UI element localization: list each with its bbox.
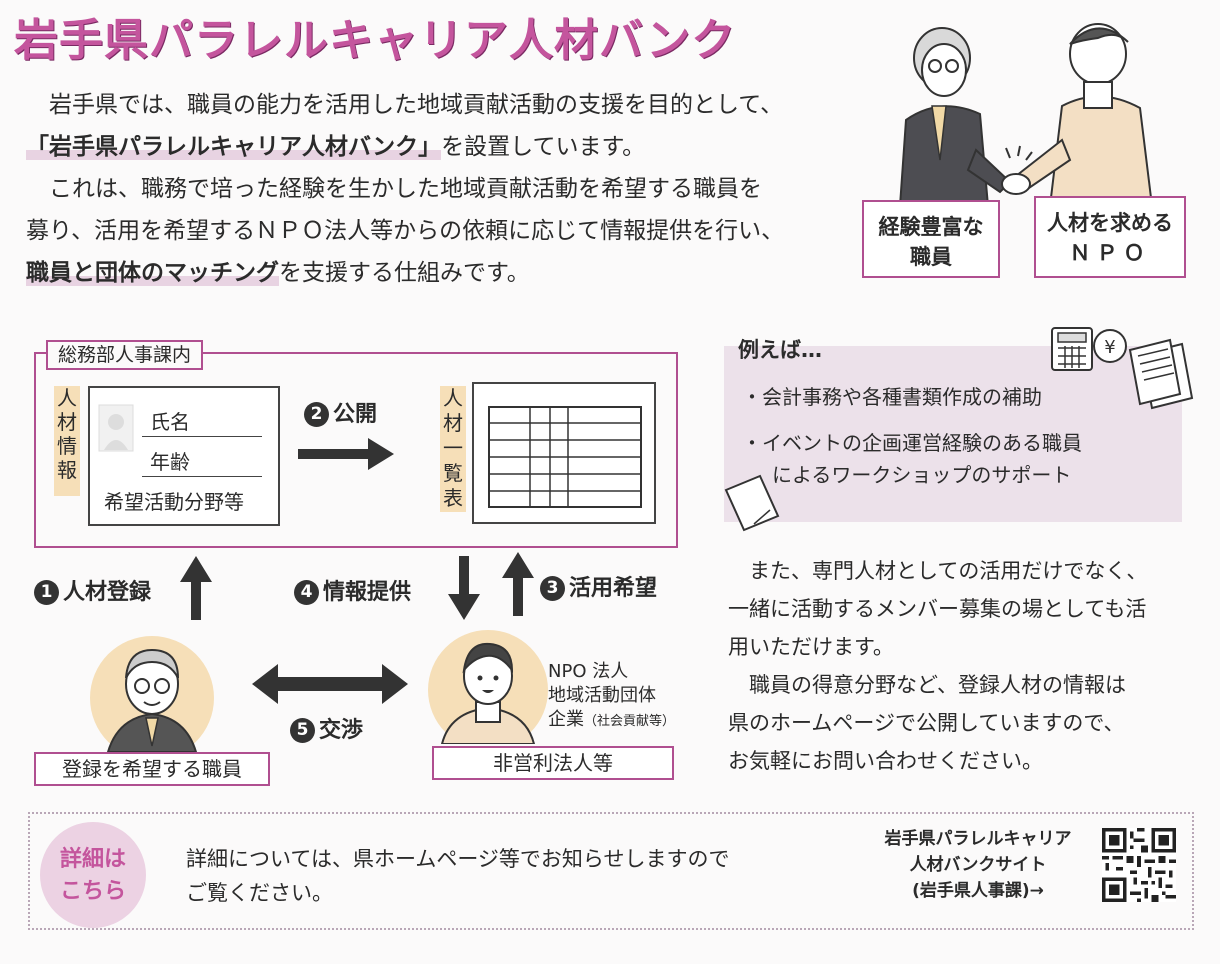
npo-label-line-1: 人材を求める <box>1047 211 1173 235</box>
step-4-text: 情報提供 <box>323 580 412 605</box>
site-link-line-3: (岩手県人事課)→ <box>912 881 1044 901</box>
npo-box: 非営利法人等 <box>432 746 674 780</box>
step-3-text: 活用希望 <box>569 576 658 601</box>
example-title: 例えば… <box>738 338 822 362</box>
site-link-line-2: 人材バンクサイト <box>909 855 1047 875</box>
hr-department-label: 総務部人事課内 <box>46 340 204 370</box>
arrow-right-icon <box>298 438 394 470</box>
right-paragraph: また、専門人材としての活用だけでなく、 一緒に活動するメンバー募集の場としても活… <box>728 552 1204 780</box>
id-photo-icon <box>98 404 134 452</box>
site-link-line-1: 岩手県パラレルキャリア <box>884 829 1072 849</box>
footer-text: 詳細については、県ホームページ等でお知らせしますので ご覧ください。 <box>186 842 729 910</box>
intro-line-4: 募り、活用を希望するＮＰＯ法人等からの依頼に応じて情報提供を行い、 <box>26 218 785 244</box>
step-1-number: 1 <box>34 580 59 605</box>
staff-label-line-2: 職員 <box>910 245 952 269</box>
hr-department-box <box>34 352 678 548</box>
npo-type-3-note: （社会貢献等） <box>584 714 676 729</box>
personnel-list-card <box>472 382 656 524</box>
svg-text:¥: ¥ <box>1104 337 1115 358</box>
intro-line-2-rest: を設置しています。 <box>441 134 646 160</box>
arrow-down-icon <box>448 556 480 620</box>
handshake-illustration <box>898 23 1154 206</box>
staff-box: 登録を希望する職員 <box>34 752 270 786</box>
arrow-up-icon <box>180 556 212 620</box>
step-1-text: 人材登録 <box>63 580 152 605</box>
step-5-text: 交渉 <box>319 718 364 743</box>
arrow-up-icon-2 <box>502 552 534 616</box>
bank-name: 「岩手県パラレルキャリア人材バンク」 <box>26 134 442 160</box>
staff-label-box: 経験豊富な 職員 <box>862 200 1000 278</box>
npo-type-3: 企業 <box>548 709 584 730</box>
step-4-number: 4 <box>294 580 319 605</box>
npo-type-2: 地域活動団体 <box>548 685 656 706</box>
staff-person-icon <box>90 636 214 752</box>
step-3-number: 3 <box>540 576 565 601</box>
step-2-text: 公開 <box>333 402 378 427</box>
npo-types-list: NPO 法人 地域活動団体 企業（社会貢献等） <box>548 660 675 734</box>
right-p2-line-3: お気軽にお問い合わせください。 <box>728 749 1043 773</box>
step-2-number: 2 <box>304 402 329 427</box>
intro-line-5-rest: を支援する仕組みです。 <box>279 260 530 286</box>
site-link[interactable]: 岩手県パラレルキャリア 人材バンクサイト (岩手県人事課)→ <box>858 826 1098 904</box>
npo-person-icon <box>428 630 548 744</box>
matching-emphasis: 職員と団体のマッチング <box>26 260 279 286</box>
field-name: 氏名 <box>150 410 190 434</box>
jinzai-ichiran-tag: 人材一覧表 <box>440 386 466 512</box>
page-title: 岩手県パラレルキャリア人材バンク <box>14 15 737 66</box>
details-badge-line-2: こちら <box>59 879 126 904</box>
step-5-number: 5 <box>290 718 315 743</box>
intro-line-5: 職員と団体のマッチングを支援する仕組みです。 <box>26 252 856 294</box>
right-p2-line-1: 職員の得意分野など、登録人材の情報は <box>749 673 1126 697</box>
field-name-underline <box>142 436 262 437</box>
right-p1-line-3: 用いただけます。 <box>728 635 894 659</box>
jinzai-joho-text: 人材情報 <box>57 386 77 482</box>
right-p2-line-2: 県のホームページで公開していますので、 <box>728 711 1125 735</box>
list-table-graphic <box>488 406 642 508</box>
intro-line-1: 岩手県では、職員の能力を活用した地域貢献活動の支援を目的として、 <box>49 92 784 118</box>
footer-text-line-2: ご覧ください。 <box>186 881 333 905</box>
field-desired-area: 希望活動分野等 <box>104 490 244 514</box>
footer-box <box>28 812 1194 930</box>
double-arrow-icon <box>252 664 408 704</box>
calculator-icon <box>1051 327 1093 371</box>
personnel-info-card: 氏名 年齢 希望活動分野等 <box>88 386 280 526</box>
field-age: 年齢 <box>150 450 190 474</box>
npo-label-line-2: ＮＰＯ <box>1069 241 1151 265</box>
example-item-1: ・会計事務や各種書類作成の補助 <box>742 385 1042 409</box>
intro-text: 岩手県では、職員の能力を活用した地域貢献活動の支援を目的として、 「岩手県パラレ… <box>26 84 856 294</box>
npo-type-1: NPO 法人 <box>548 661 629 682</box>
documents-icon <box>1128 338 1194 410</box>
intro-line-2: 「岩手県パラレルキャリア人材バンク」を設置しています。 <box>26 126 856 168</box>
example-item-2-line-2: によるワークショップのサポート <box>772 463 1072 487</box>
yen-coin-icon: ¥ <box>1093 329 1127 363</box>
jinzai-ichiran-text: 人材一覧表 <box>443 386 463 510</box>
intro-line-3: これは、職務で培った経験を生かした地域貢献活動を希望する職員を <box>49 176 762 202</box>
right-p1-line-2: 一緒に活動するメンバー募集の場としても活 <box>728 597 1147 621</box>
npo-label-box: 人材を求める ＮＰＯ <box>1034 196 1186 278</box>
right-p1-line-1: また、専門人材としての活用だけでなく、 <box>749 559 1148 583</box>
qr-code[interactable] <box>1102 828 1176 902</box>
staff-label-line-1: 経験豊富な <box>878 215 984 239</box>
example-item-2-line-1: ・イベントの企画運営経験のある職員 <box>742 431 1082 455</box>
details-badge-line-1: 詳細は <box>59 847 126 872</box>
example-box <box>724 346 1182 522</box>
field-age-underline <box>142 476 262 477</box>
details-badge[interactable]: 詳細は こちら <box>40 822 146 928</box>
notepad-icon <box>724 474 780 532</box>
npo-type-3-row: 企業（社会貢献等） <box>548 708 675 734</box>
footer-text-line-1: 詳細については、県ホームページ等でお知らせしますので <box>186 847 730 871</box>
jinzai-joho-tag: 人材情報 <box>54 386 80 496</box>
